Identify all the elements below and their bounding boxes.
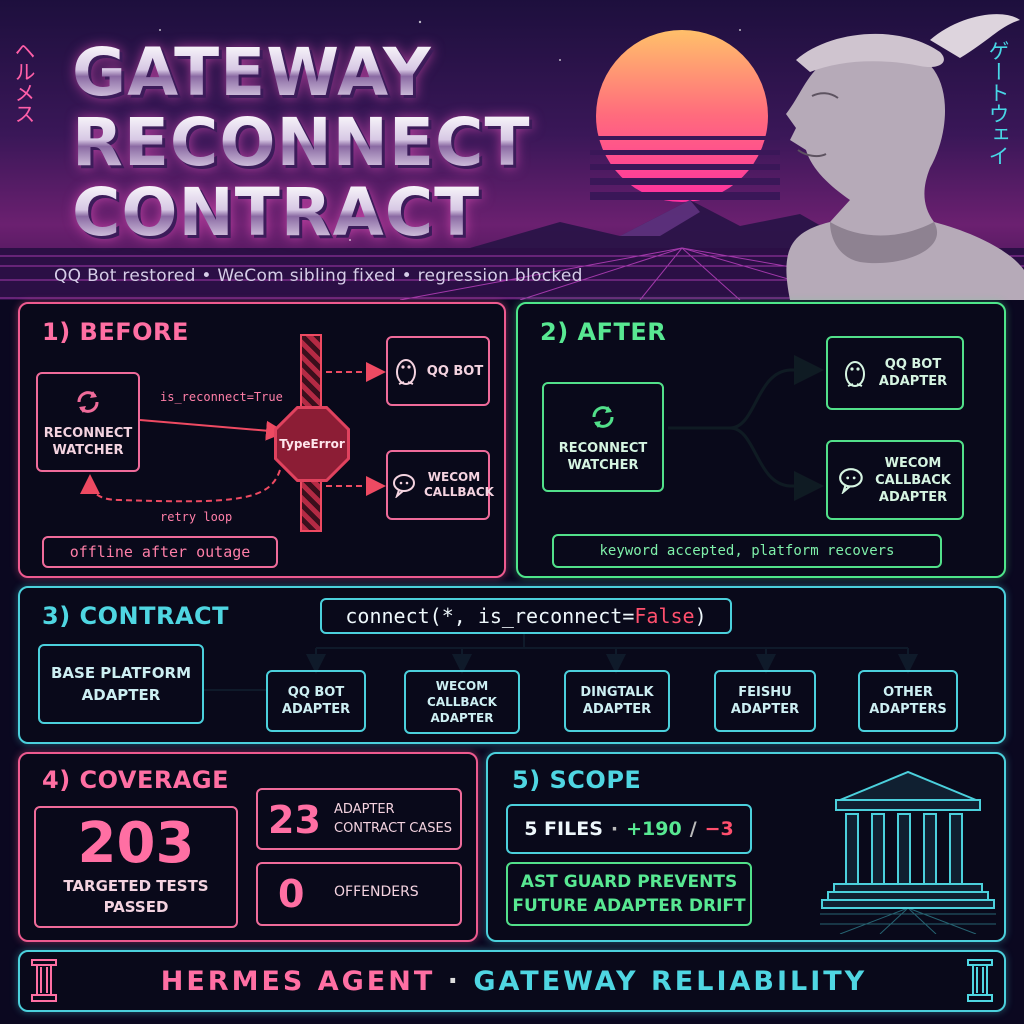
after-wecom-callback-adapter: WECOM CALLBACK ADAPTER [826, 440, 964, 520]
hermes-statue-icon [786, 14, 1024, 300]
after-watcher-label: RECONNECT WATCHER [558, 441, 648, 473]
coverage-title: 4) COVERAGE [42, 766, 230, 794]
temple-icon [820, 770, 996, 934]
chat-icon [839, 468, 863, 494]
footer-banner: HERMES AGENT · GATEWAY RELIABILITY [18, 950, 1006, 1012]
footer-separator: · [447, 966, 461, 997]
contract-adapter-qq: QQ BOT ADAPTER [266, 670, 366, 732]
title-line-2: RECONNECT [72, 104, 531, 181]
chat-icon [393, 474, 415, 498]
pillar-icon [31, 959, 57, 1002]
offenders-stat-card [256, 862, 462, 926]
contract-adapter-other: OTHER ADAPTERS [858, 670, 958, 732]
pillar-icon [967, 959, 993, 1002]
contract-panel [18, 586, 1006, 744]
contract-adapter-wecom: WECOM CALLBACK ADAPTER [404, 670, 520, 734]
scope-slash: / [689, 817, 697, 840]
cases-count: 23 [268, 798, 321, 842]
hero-subtitle: QQ Bot restored • WeCom sibling fixed • … [54, 266, 583, 286]
footer-left: HERMES AGENT [160, 966, 436, 997]
after-status-badge: keyword accepted, platform recovers [552, 534, 942, 568]
files-count: 5 FILES [524, 817, 603, 840]
contract-adapter-feishu: FEISHU ADAPTER [714, 670, 816, 732]
scope-panel [486, 752, 1006, 942]
ast-guard-note: AST GUARD PREVENTS FUTURE ADAPTER DRIFT [506, 862, 752, 926]
contract-title: 3) CONTRACT [42, 602, 230, 630]
retry-loop-label: retry loop [160, 510, 233, 524]
tests-label: TARGETED TESTS PASSED [63, 877, 209, 916]
before-watcher-label: RECONNECT WATCHER [43, 426, 133, 458]
offenders-count: 0 [278, 872, 305, 916]
cases-stat-card [256, 788, 462, 850]
before-qq-label: QQ BOT [426, 363, 484, 379]
katakana-right: ゲートウェイ [986, 40, 1010, 166]
offenders-label: OFFENDERS [334, 884, 419, 900]
after-title: 2) AFTER [540, 318, 667, 346]
hero-banner: ヘルメス ゲートウェイ GATEWAY RECONNECT CONTRACT Q… [0, 0, 1024, 300]
connect-signature: connect(*, is_reconnect=False) [320, 598, 732, 634]
footer-right: GATEWAY RELIABILITY [473, 966, 868, 997]
after-wecom-label: WECOM CALLBACK ADAPTER [875, 455, 951, 505]
sun [596, 30, 768, 202]
synthwave-scene [0, 14, 1024, 300]
before-edge-label: is_reconnect=True [160, 390, 283, 404]
penguin-icon [395, 359, 416, 385]
scope-title: 5) SCOPE [512, 766, 642, 794]
reconnect-icon [77, 391, 99, 413]
code-false-value: False [634, 604, 695, 628]
after-reconnect-watcher: RECONNECT WATCHER [542, 382, 664, 492]
lines-added: +190 [626, 817, 682, 840]
footer-text: HERMES AGENT · GATEWAY RELIABILITY [20, 966, 1008, 997]
before-status-badge: offline after outage [42, 536, 278, 568]
title-line-3: CONTRACT [72, 174, 481, 251]
before-reconnect-watcher: RECONNECT WATCHER [36, 372, 140, 472]
contract-adapter-dingtalk: DINGTALK ADAPTER [564, 670, 670, 732]
after-qq-label: QQ BOT ADAPTER [878, 357, 948, 389]
coverage-panel [18, 752, 478, 942]
before-title: 1) BEFORE [42, 318, 189, 346]
before-qq-bot: QQ BOT [386, 336, 490, 406]
code-suffix: ) [694, 604, 707, 628]
lines-removed: −3 [704, 817, 734, 840]
title-line-1: GATEWAY [72, 34, 432, 111]
base-platform-adapter: BASE PLATFORM ADAPTER [38, 644, 204, 724]
code-prefix: connect(*, is_reconnect= [345, 604, 635, 628]
typeerror-label: TypeError [277, 409, 347, 479]
scope-separator: · [610, 817, 619, 840]
tests-count: 203 [77, 811, 195, 876]
katakana-left: ヘルメス [12, 40, 36, 124]
scope-diff-stat: 5 FILES · +190 / −3 [506, 804, 752, 854]
before-wecom-callback: WECOM CALLBACK [386, 450, 494, 520]
before-panel [18, 302, 506, 578]
cases-label: ADAPTER CONTRACT CASES [334, 802, 452, 836]
reconnect-icon [592, 406, 614, 428]
typeerror-stop-sign: TypeError [274, 406, 350, 482]
tests-stat-card [34, 806, 238, 928]
after-qq-bot-adapter: QQ BOT ADAPTER [826, 336, 964, 410]
penguin-icon [845, 361, 865, 387]
before-wecom-label: WECOM CALLBACK [424, 470, 494, 499]
